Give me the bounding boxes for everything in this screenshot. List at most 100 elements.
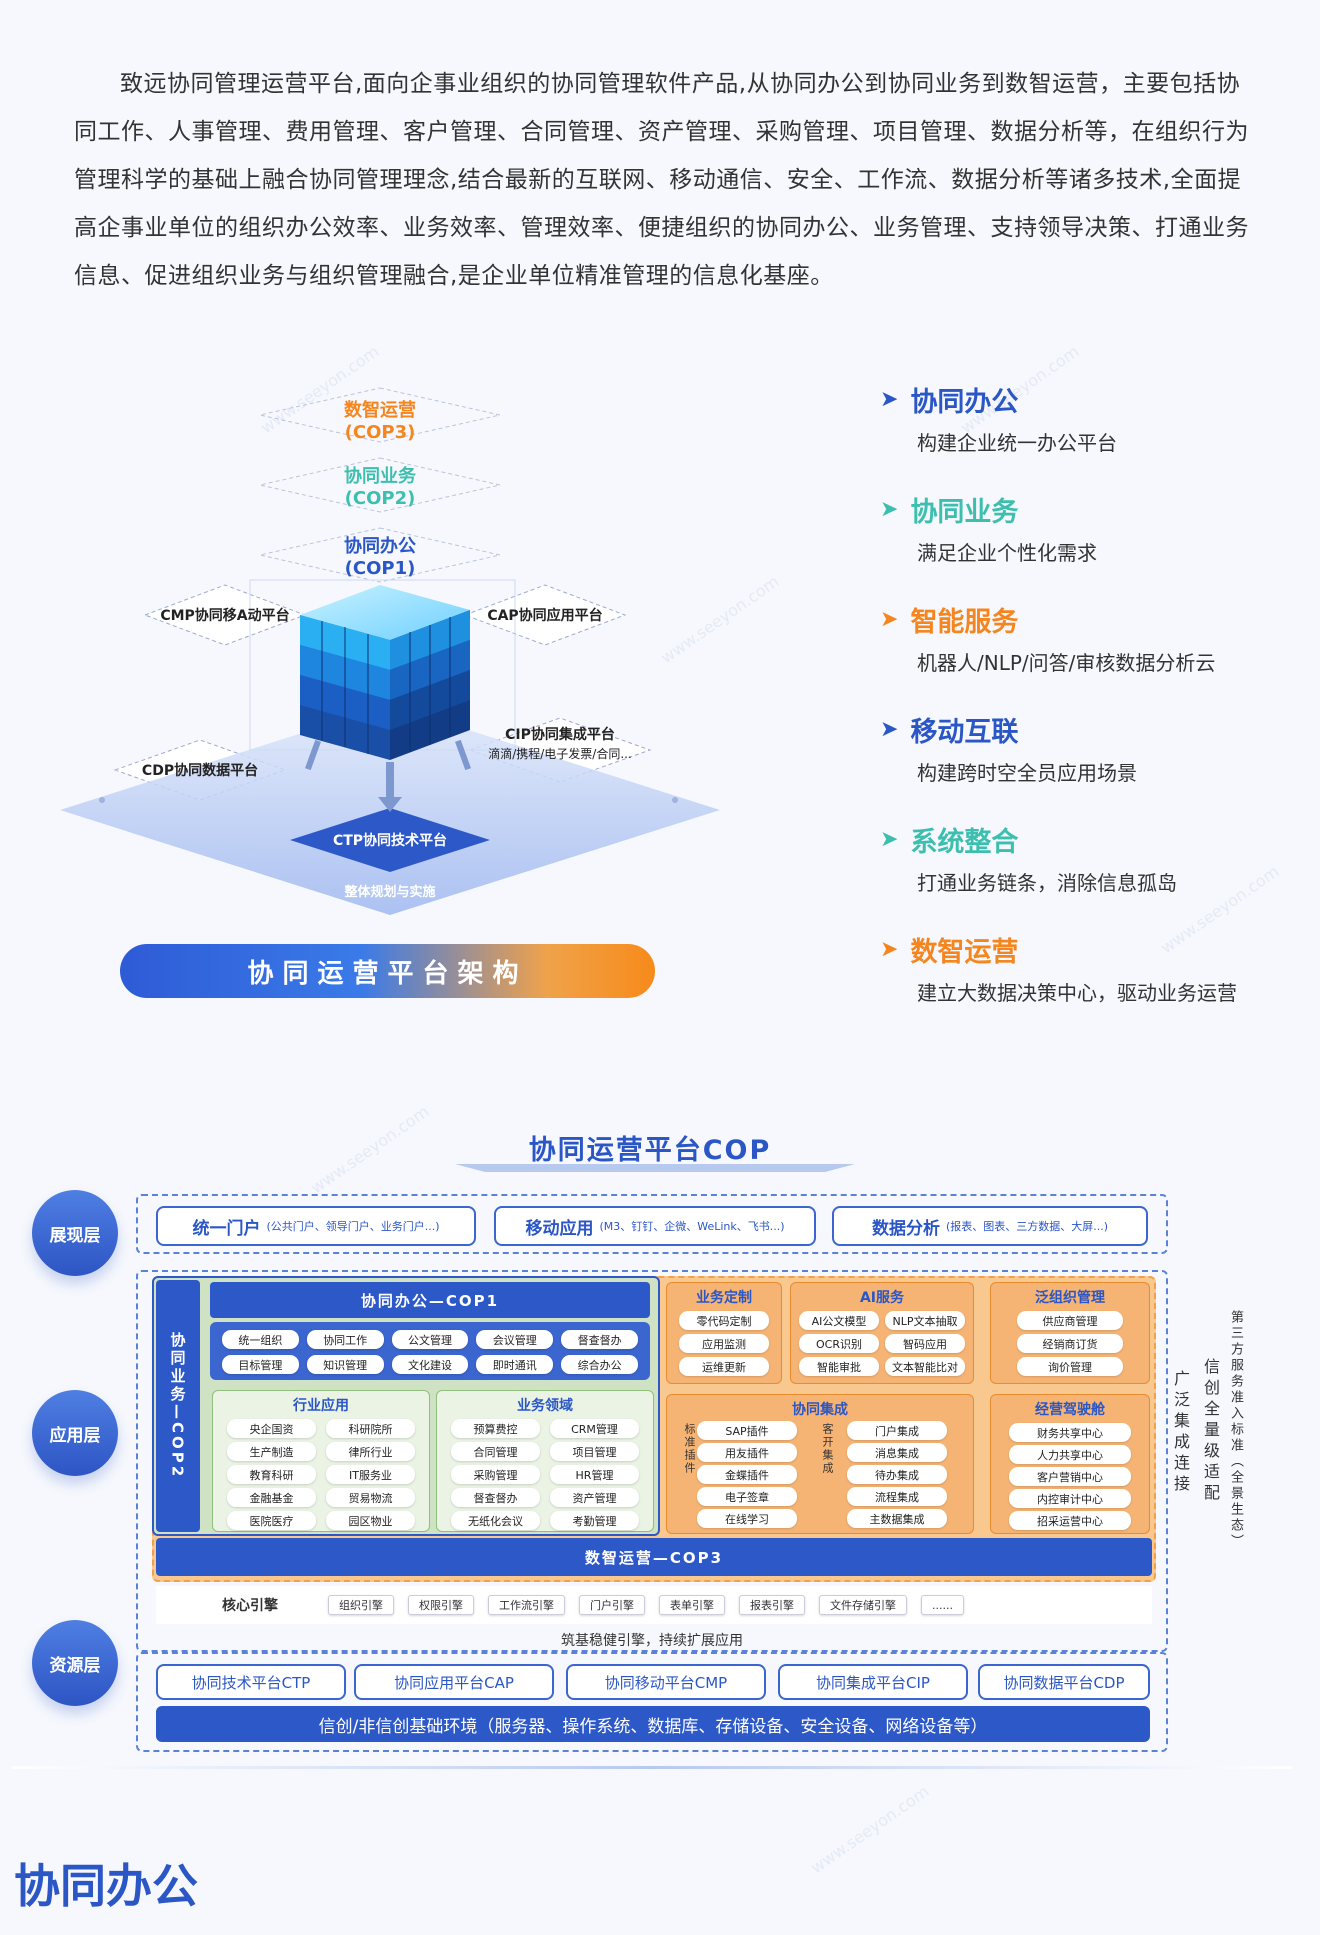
cop2-vertical-bar: 协同业务—COP2	[156, 1280, 200, 1532]
cip-sub-label: 滴滴/携程/电子发票/合同...	[488, 746, 632, 761]
pan-chip-grid: 供应商管理经销商订货询价管理	[995, 1311, 1145, 1376]
biz-item: 合同管理	[451, 1442, 540, 1461]
custom-title: 业务定制	[696, 1290, 752, 1306]
custom-integration-label: 客开集成	[821, 1423, 834, 1475]
analytics-sub: (报表、图表、三方数据、大屏...)	[945, 1220, 1109, 1233]
cdp-button: 协同数据平台CDP	[978, 1664, 1150, 1700]
feature-item: ➤协同办公 构建企业统一办公平台	[880, 380, 1300, 456]
feature-title: 协同业务	[910, 497, 1019, 528]
cockpit-item: 客户营销中心	[1009, 1467, 1131, 1486]
hero-diagram: 数智运营 (COP3) 协同业务 (COP2) 协同办公 (COP1) CMP协…	[50, 370, 750, 930]
cockpit-title: 经营驾驶舱	[1035, 1402, 1105, 1418]
cop2-vertical-label: 协同业务—COP2	[168, 1332, 187, 1480]
cap-label: CAP协同应用平台	[487, 608, 603, 624]
cap-button: 协同应用平台CAP	[354, 1664, 554, 1700]
pan-item: 供应商管理	[1017, 1311, 1123, 1330]
chevron-right-icon: ➤	[880, 937, 899, 962]
layer-cop2-code: (COP2)	[344, 488, 416, 509]
biz-item: 采购管理	[451, 1465, 540, 1484]
cop1-item: 知识管理	[306, 1355, 384, 1374]
custom-integration-item: 主数据集成	[847, 1509, 947, 1528]
display-layer-box	[136, 1194, 1168, 1254]
chevron-right-icon: ➤	[880, 607, 899, 632]
architecture-banner: 协同运营平台架构	[120, 944, 655, 998]
layer-cop3-code: (COP3)	[344, 422, 416, 443]
cop1-item: 即时通讯	[476, 1355, 554, 1374]
analytics-pill: 数据分析(报表、图表、三方数据、大屏...)	[832, 1206, 1148, 1246]
industry-item: 教育科研	[227, 1465, 316, 1484]
cmp-label: CMP协同移A动平台	[160, 608, 290, 624]
layer-cop2-name: 协同业务	[344, 466, 416, 487]
custom-chip-grid: 零代码定制应用监测运维更新	[671, 1311, 777, 1376]
cockpit-item: 财务共享中心	[1009, 1423, 1131, 1442]
portal-sub: (公共门户、领导门户、业务门户...)	[266, 1220, 440, 1233]
integration-left-grid: SAP插件用友插件金蝶插件电子签章在线学习	[697, 1421, 797, 1528]
cip-button: 协同集成平台CIP	[778, 1664, 968, 1700]
chevron-right-icon: ➤	[880, 827, 899, 852]
cockpit-item: 人力共享中心	[1009, 1445, 1131, 1464]
watermark: www.seeyon.com	[807, 1781, 933, 1878]
ctp-button: 协同技术平台CTP	[156, 1664, 346, 1700]
mobile-sub: (M3、钉钉、企微、WeLink、飞书...)	[599, 1220, 785, 1233]
feature-title: 移动互联	[910, 717, 1019, 748]
cop1-item: 文化建设	[391, 1355, 469, 1374]
layer-resource-badge: 资源层	[32, 1620, 118, 1706]
cop1-item: 统一组织	[222, 1330, 299, 1349]
feature-title: 智能服务	[910, 607, 1019, 638]
pan-panel: 泛组织管理 供应商管理经销商订货询价管理	[990, 1282, 1150, 1384]
feature-desc: 构建企业统一办公平台	[917, 431, 1117, 455]
cockpit-chip-grid: 财务共享中心人力共享中心客户营销中心内控审计中心招采运营中心	[995, 1423, 1145, 1530]
feature-item: ➤系统整合 打通业务链条，消除信息孤岛	[880, 820, 1300, 896]
feature-desc: 机器人/NLP/问答/审核数据分析云	[917, 651, 1216, 675]
engine-item: 门户引擎	[579, 1595, 645, 1615]
mobile-label: 移动应用	[525, 1218, 594, 1239]
biz-item: HR管理	[550, 1465, 639, 1484]
architecture-title: 协同运营平台COP	[528, 1135, 772, 1166]
layer-cop1-name: 协同办公	[344, 536, 416, 557]
feature-desc: 打通业务链条，消除信息孤岛	[917, 871, 1177, 895]
biz-item: 无纸化会议	[451, 1511, 540, 1530]
custom-integration-item: 消息集成	[847, 1443, 947, 1462]
ai-item: 智能审批	[799, 1357, 879, 1376]
custom-integration-item: 流程集成	[847, 1487, 947, 1506]
cop1-item: 协同工作	[306, 1330, 384, 1349]
xinchuang-vertical-label: 信创全量级适配	[1201, 1358, 1220, 1505]
cop1-bar: 协同办公—COP1	[210, 1282, 650, 1318]
engine-item: 文件存储引擎	[819, 1595, 907, 1615]
biz-item: 资产管理	[550, 1488, 639, 1507]
custom-item: 运维更新	[679, 1357, 769, 1376]
integration-title: 协同集成	[792, 1402, 848, 1418]
engine-row: 核心引擎 组织引擎权限引擎工作流引擎门户引擎表单引擎报表引擎文件存储引擎....…	[156, 1586, 1152, 1624]
feature-item: ➤ 智能服务 机器人/NLP/问答/审核数据分析云	[880, 600, 1300, 676]
layer-display-badge: 展现层	[32, 1190, 118, 1276]
ai-item: NLP文本抽取	[885, 1311, 965, 1330]
industry-item: 医院医疗	[227, 1511, 316, 1530]
ai-item: AI公文模型	[799, 1311, 879, 1330]
title-underline	[455, 1164, 855, 1172]
mobile-pill: 移动应用 (M3、钉钉、企微、WeLink、飞书...)	[494, 1206, 816, 1246]
integration-right-grid: 门户集成消息集成待办集成流程集成主数据集成	[847, 1421, 947, 1528]
cockpit-item: 内控审计中心	[1009, 1489, 1131, 1508]
feature-desc: 构建跨时空全员应用场景	[917, 761, 1137, 785]
cip-label: CIP协同集成平台	[505, 727, 615, 743]
cop1-chip-grid: 统一组织协同工作公文管理会议管理督查督办目标管理知识管理文化建设即时通讯综合办公	[214, 1326, 646, 1378]
resource-layer-box	[136, 1652, 1168, 1752]
feature-item: ➤数智运营 建立大数据决策中心，驱动业务运营	[880, 930, 1300, 1006]
ai-item: 智码应用	[885, 1334, 965, 1353]
engine-item: 权限引擎	[408, 1595, 474, 1615]
cdp-label: CDP协同数据平台	[141, 763, 259, 779]
engine-label: 核心引擎	[222, 1598, 278, 1614]
custom-integration-item: 门户集成	[847, 1421, 947, 1440]
section-title: 协同办公	[14, 1859, 198, 1913]
pan-title: 泛组织管理	[1035, 1290, 1105, 1306]
std-plugin-item: 在线学习	[697, 1509, 797, 1528]
industry-item: 生产制造	[227, 1442, 316, 1461]
biz-item: 预算费控	[451, 1419, 540, 1438]
industry-item: 贸易物流	[326, 1488, 415, 1507]
std-plugin-item: 用友插件	[697, 1443, 797, 1462]
